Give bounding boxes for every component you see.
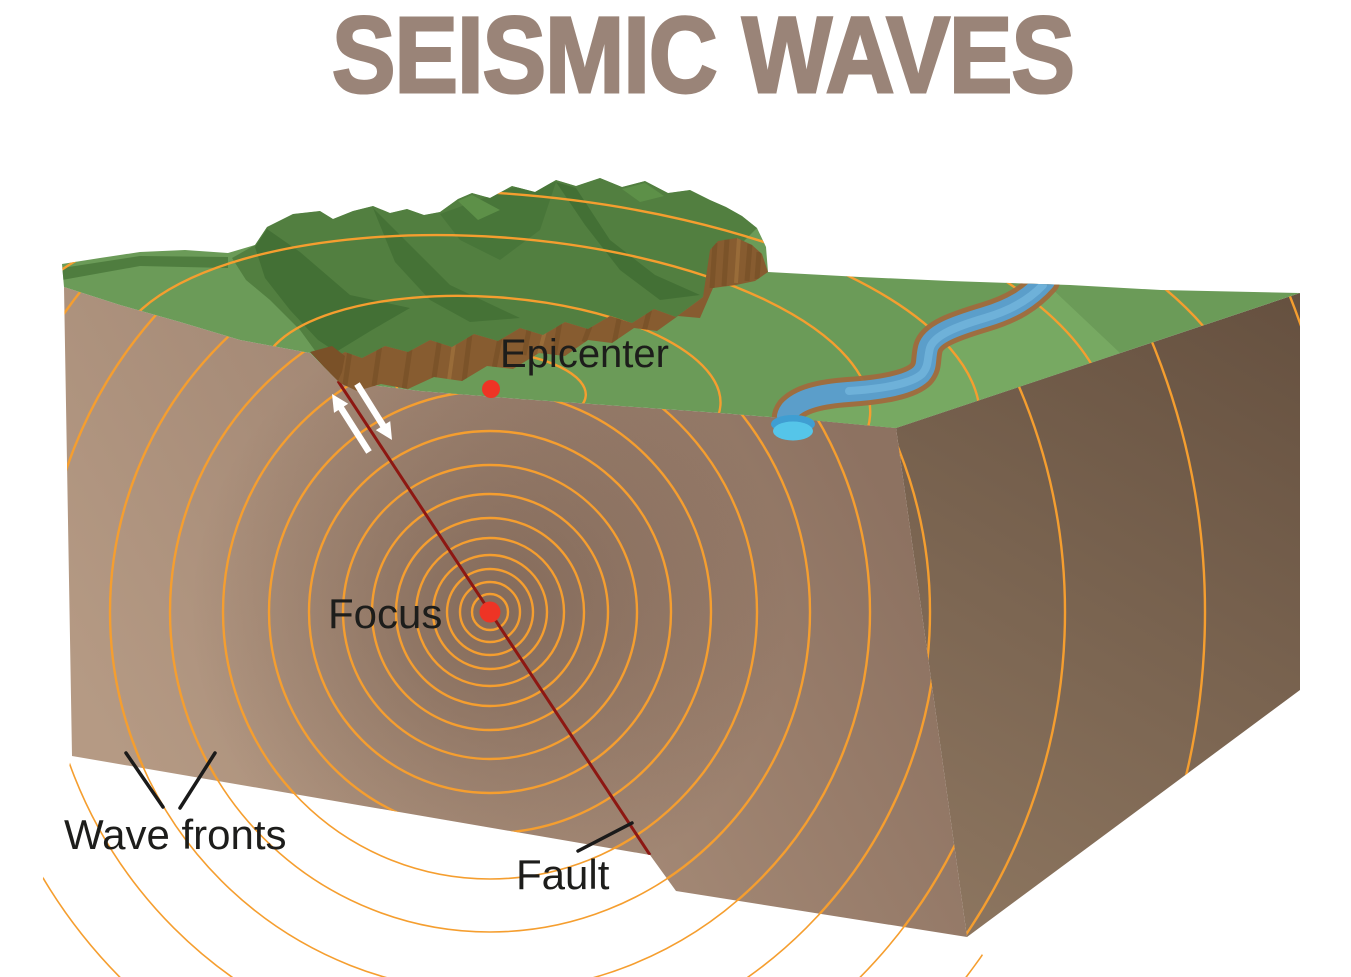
block-top-surface	[62, 178, 1300, 441]
down-arrow	[354, 382, 392, 440]
wave-front-circle	[307, 429, 673, 795]
wave-front-circle-outside	[222, 754, 758, 880]
pond	[771, 415, 815, 441]
river-highlight	[845, 281, 1047, 395]
epicenter-dot	[482, 380, 500, 398]
focus-dot	[479, 601, 501, 623]
focus-label: Focus	[328, 590, 442, 637]
wave-front-circle	[414, 536, 566, 688]
fault-leader-line	[576, 821, 634, 853]
wave-front-circle-outside	[169, 754, 811, 933]
wave-front-arc-right	[896, 293, 932, 937]
mountain-gully	[373, 208, 520, 322]
wave-front-circle	[341, 463, 639, 761]
wave-front-circle	[108, 287, 872, 937]
mountain-highlight	[458, 195, 500, 220]
scarp-left-tip	[310, 346, 345, 381]
scarp-cliff	[324, 238, 768, 391]
wave-front-circle	[394, 516, 586, 708]
wave-front-circle	[458, 580, 522, 644]
epicenter-label: Epicenter	[500, 332, 669, 376]
wave-fronts-leader-line-1	[124, 751, 165, 809]
fault-label: Fault	[516, 851, 610, 898]
wave-fronts-label: Wave fronts	[64, 811, 287, 858]
wave-front-circle	[445, 567, 535, 657]
wave-front-circle	[470, 592, 510, 632]
title: SEISMIC WAVES	[331, 0, 1077, 117]
mountain-gully	[556, 182, 700, 300]
fault-motion-arrows	[332, 382, 392, 454]
right-face-surface	[896, 293, 1300, 937]
wave-front-circle	[431, 553, 549, 671]
mountain-highlight	[622, 183, 664, 202]
wave-front-arcs-outside-block	[20, 754, 1000, 977]
labels: Epicenter Focus Wave fronts Fault	[64, 332, 669, 898]
wave-front-arc-right	[896, 293, 1067, 937]
up-arrow	[332, 394, 372, 454]
river	[771, 266, 1060, 428]
mountain-facet	[440, 182, 556, 260]
page-title: SEISMIC WAVES	[332, 0, 1074, 115]
pond-water	[773, 421, 813, 441]
wave-fronts-leader-line-2	[178, 751, 217, 810]
surface-edge-shade	[62, 256, 228, 280]
wave-front-circle	[370, 492, 610, 732]
focus-shading	[64, 287, 967, 937]
mountain-shadow	[255, 229, 410, 352]
mountains	[62, 178, 757, 363]
leader-lines	[124, 751, 634, 853]
wave-front-arc-right	[896, 293, 1207, 937]
